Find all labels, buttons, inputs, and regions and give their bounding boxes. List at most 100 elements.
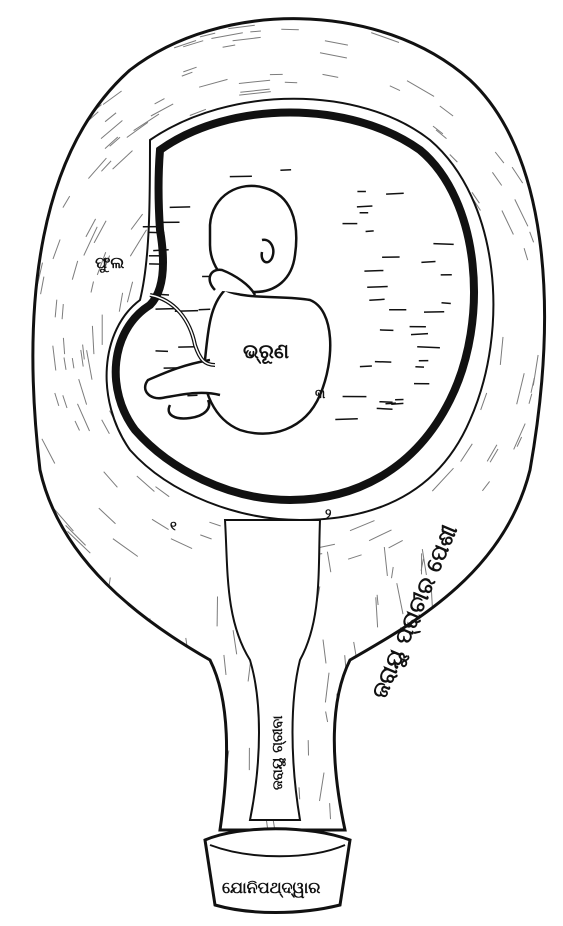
hatch-line (405, 814, 406, 828)
hatch-line (150, 30, 176, 41)
cervical-canal-label: ଜରାୟୁ ଗ୍ରୀବା (270, 716, 287, 790)
hatch-line (184, 732, 186, 757)
fluid-dash (369, 299, 384, 300)
hatch-line (469, 621, 470, 645)
hatch-line (413, 651, 414, 672)
hatch-line (131, 777, 133, 800)
hatch-line (493, 94, 504, 104)
hatch-line (52, 36, 73, 52)
fluid-dash (377, 408, 393, 409)
hatch-line (213, 796, 214, 814)
hatch-line (413, 768, 416, 788)
hatch-line (120, 704, 123, 720)
marker-2: ୨ (325, 507, 332, 522)
hatch-line (515, 513, 526, 527)
hatch-line (147, 656, 150, 673)
hatch-line (478, 625, 480, 641)
hatch-line (417, 660, 421, 685)
hatch-line (88, 614, 92, 635)
hatch-line (180, 662, 182, 675)
fetus-ear (262, 240, 274, 263)
hatch-line (478, 593, 481, 617)
hatch-line (63, 28, 89, 46)
fluid-dash (170, 207, 191, 208)
hatch-line (34, 61, 54, 79)
hatch-line (56, 41, 68, 50)
fluid-dash (153, 250, 169, 251)
hatch-line (31, 174, 37, 183)
hatch-line (532, 636, 533, 651)
hatch-line (447, 816, 449, 844)
fluid-dash (417, 347, 440, 348)
hatch-line (63, 555, 64, 581)
hatch-line (59, 606, 60, 619)
hatch-line (350, 732, 352, 763)
hatch-line (526, 26, 541, 39)
hatch-line (107, 53, 133, 69)
hatch-line (526, 530, 544, 552)
hatch-line (464, 752, 468, 778)
hatch-line (27, 527, 35, 536)
hatch-line (418, 708, 423, 739)
hatch-line (124, 633, 125, 644)
hatch-line (511, 669, 514, 688)
fluid-dash (360, 366, 372, 367)
hatch-line (491, 602, 494, 621)
hatch-line (486, 14, 505, 27)
hatch-line (186, 761, 192, 791)
hatch-line (97, 712, 100, 733)
hatch-line (529, 106, 542, 122)
fluid-dash (367, 287, 388, 288)
hatch-line (523, 745, 525, 760)
hatch-line (29, 694, 33, 726)
fluid-dash (391, 403, 403, 404)
fluid-dash (375, 362, 391, 363)
hatch-line (27, 410, 34, 429)
fluid-dash (187, 395, 197, 396)
hatch-line (112, 820, 113, 841)
hatch-line (63, 31, 81, 44)
vaginal-canal-label: ଯୋନିପଥ୍ଦ୍ୱାର (222, 878, 320, 898)
hatch-line (25, 193, 39, 221)
fluid-dash (156, 351, 169, 352)
hatch-line (36, 660, 41, 686)
fluid-dash (421, 262, 435, 263)
hatch-line (535, 28, 543, 35)
hatch-line (424, 809, 427, 826)
fluid-dash (364, 271, 383, 272)
hatch-line (412, 692, 414, 718)
fluid-dash (335, 419, 358, 420)
hatch-line (502, 555, 504, 567)
hatch-line (116, 661, 117, 684)
fluid-dash (433, 244, 453, 245)
hatch-line (518, 112, 531, 127)
hatch-line (115, 688, 117, 711)
hatch-line (181, 787, 184, 810)
hatch-line (169, 772, 175, 803)
hatch-line (177, 786, 181, 812)
hatch-line (33, 569, 35, 585)
hatch-line (70, 729, 71, 752)
hatch-line (353, 801, 357, 826)
fluid-dash (156, 309, 175, 310)
fluid-dash (411, 334, 428, 335)
hatch-line (108, 720, 109, 740)
fluid-dash (442, 303, 451, 304)
hatch-line (53, 638, 55, 659)
hatch-line (44, 674, 47, 696)
hatch-line (48, 813, 49, 834)
hatch-line (454, 14, 478, 28)
hatch-line (391, 769, 394, 789)
vaginal-opening (205, 829, 350, 913)
hatch-line (35, 163, 44, 177)
hatch-line (62, 795, 64, 816)
hatch-line (341, 770, 342, 784)
hatch-line (364, 20, 378, 24)
hatch-line (390, 818, 394, 840)
fluid-dash (386, 193, 404, 194)
hatch-line (422, 626, 424, 651)
hatch-line (480, 606, 481, 617)
hatch-line (82, 577, 84, 591)
